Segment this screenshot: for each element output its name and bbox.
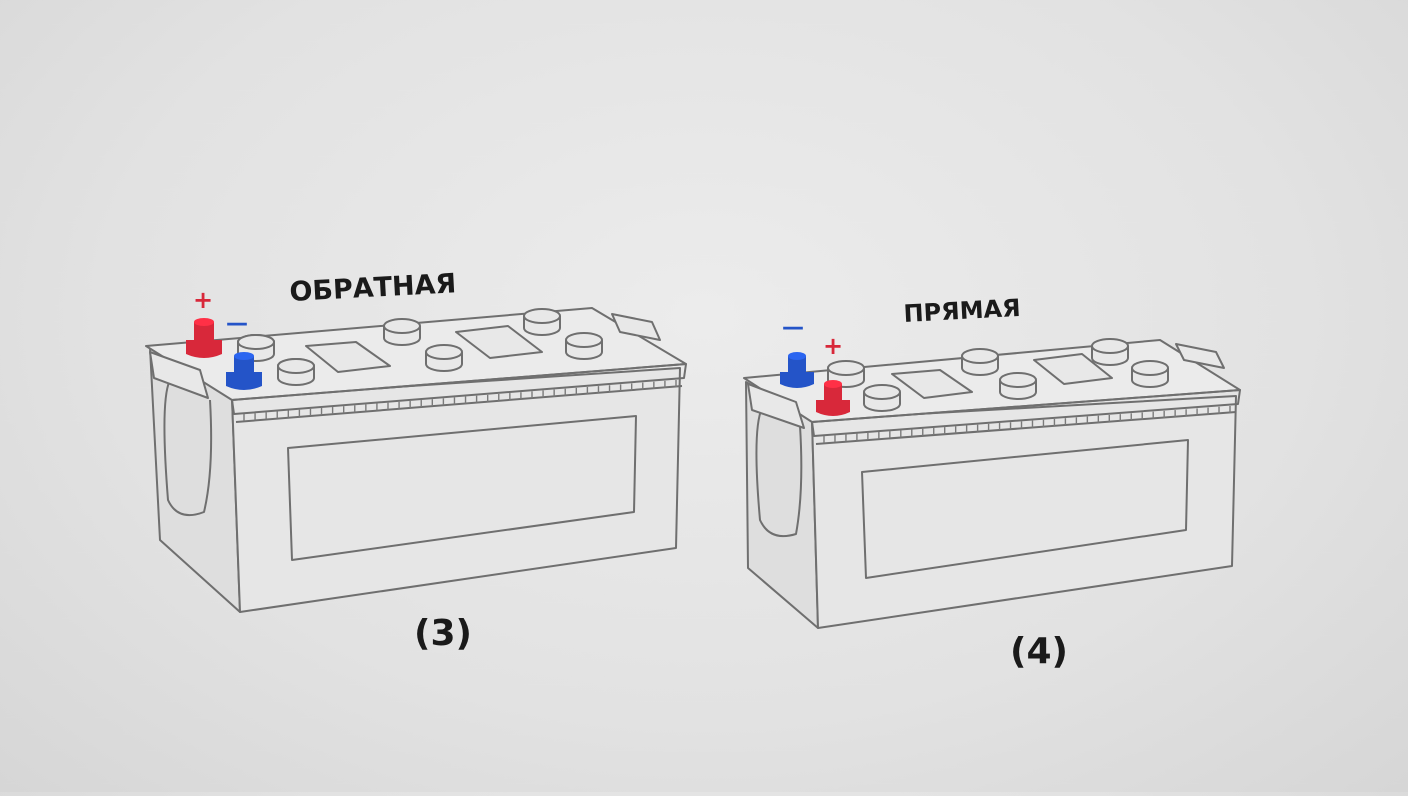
- vent-cap: [383, 318, 421, 346]
- top-recess: [1033, 353, 1113, 385]
- polarity-type-label: ОБРАТНАЯ: [289, 268, 457, 308]
- battery-number-label: (4): [1010, 631, 1068, 672]
- battery-number-label: (3): [414, 613, 472, 654]
- battery-lug: [747, 383, 805, 429]
- battery-direct-polarity: — + ПРЯМАЯ (4): [743, 294, 1241, 672]
- minus-symbol: —: [226, 311, 248, 336]
- battery-rim-line: [235, 385, 683, 423]
- battery-rim: [811, 389, 1241, 437]
- top-recess: [455, 325, 543, 359]
- vent-cap: [277, 358, 315, 386]
- battery-rim-ticks: [243, 380, 677, 421]
- vent-cap: [1091, 338, 1129, 366]
- battery-vent-caps: [827, 338, 1169, 412]
- plus-symbol: +: [193, 286, 213, 314]
- battery-reverse-polarity: + — ОБРАТНАЯ (3): [145, 268, 687, 654]
- battery-handle: [755, 407, 803, 538]
- battery-handle: [163, 379, 213, 516]
- battery-lug: [611, 313, 661, 341]
- positive-terminal: [816, 380, 850, 416]
- plus-symbol: +: [823, 332, 843, 360]
- top-recess: [891, 369, 973, 399]
- top-recess: [305, 341, 391, 373]
- positive-terminal: [186, 318, 222, 358]
- battery-lug: [1175, 343, 1225, 369]
- negative-terminal: [780, 352, 814, 388]
- battery-rim-ticks: [823, 406, 1231, 443]
- vent-cap: [999, 372, 1037, 400]
- vent-cap: [425, 344, 463, 372]
- polarity-type-label: ПРЯМАЯ: [903, 294, 1021, 328]
- battery-front-face: [231, 367, 681, 613]
- vent-cap: [1131, 360, 1169, 388]
- battery-label-panel: [287, 415, 637, 561]
- vent-cap: [863, 384, 901, 412]
- minus-symbol: —: [782, 315, 804, 340]
- vent-cap: [565, 332, 603, 360]
- battery-label-panel: [861, 439, 1189, 579]
- battery-rim-line: [815, 411, 1237, 445]
- negative-terminal: [226, 352, 262, 390]
- vent-cap: [523, 308, 561, 336]
- battery-rim: [231, 363, 687, 415]
- battery-lug: [149, 351, 209, 399]
- vent-cap: [961, 348, 999, 376]
